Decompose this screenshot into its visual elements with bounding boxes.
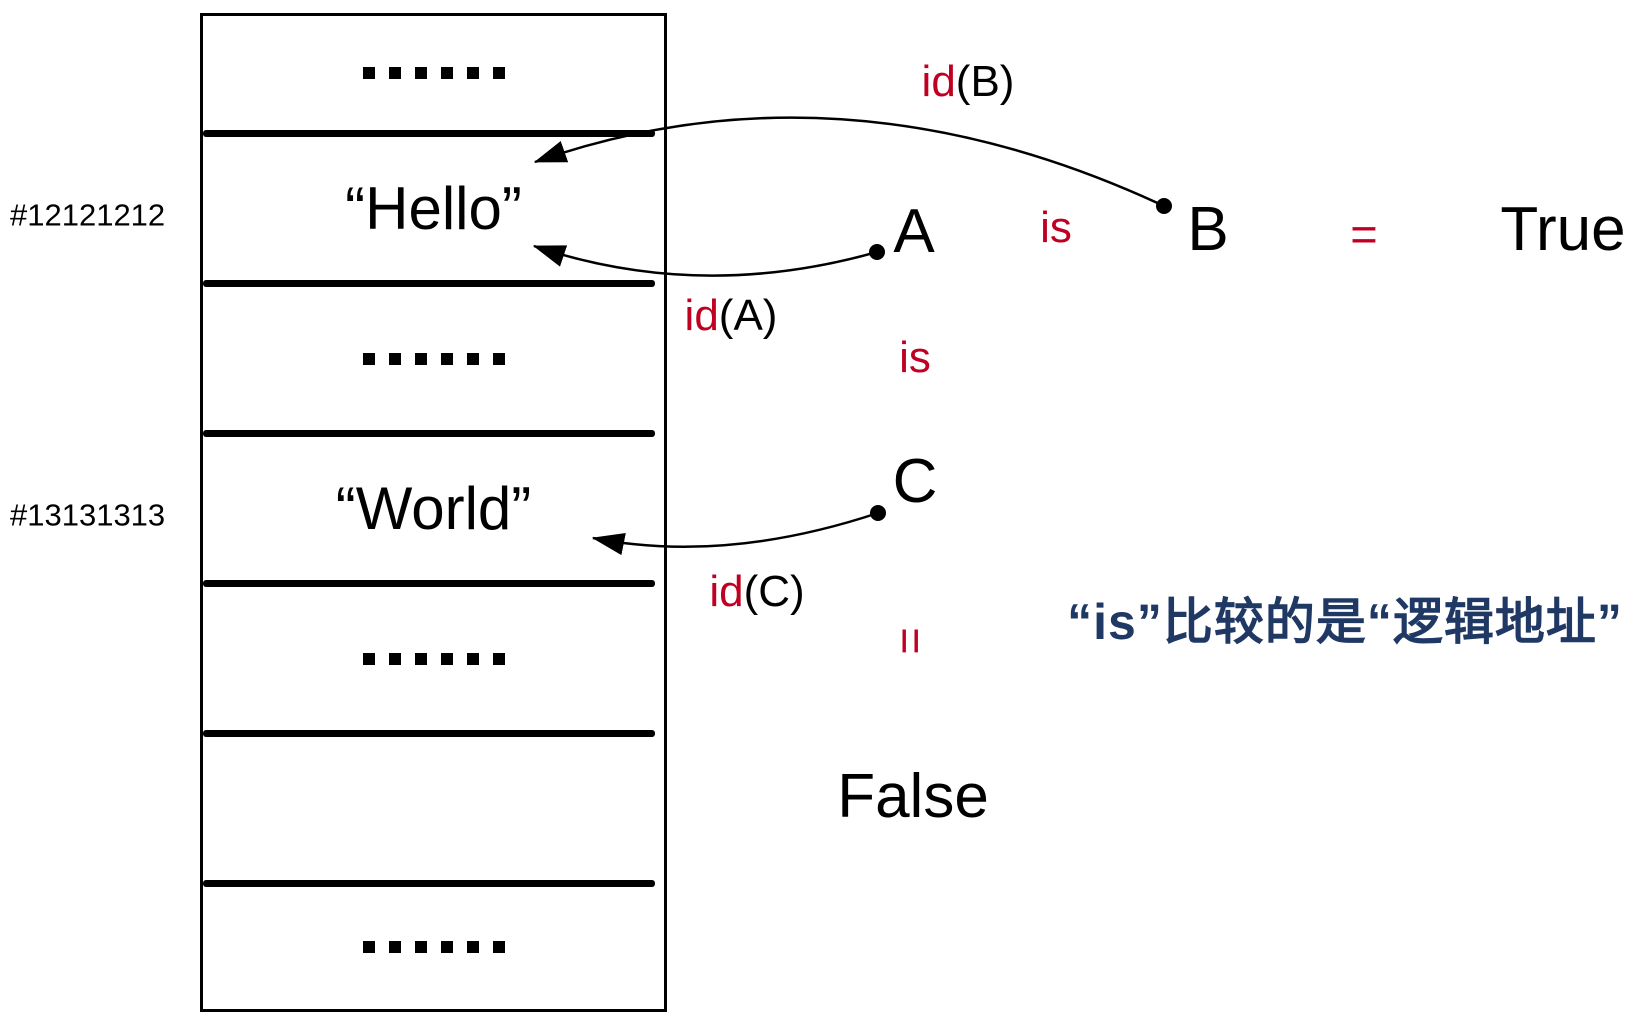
ellipsis-dots: [362, 352, 505, 365]
id-arg-c: (C): [743, 567, 805, 616]
is-operator-ab: is: [1040, 203, 1072, 252]
memory-row-world: “World”: [203, 437, 664, 580]
id-function-name: id: [684, 291, 719, 340]
memory-value-world: “World”: [335, 474, 532, 542]
variable-b: B: [1187, 195, 1229, 264]
ref-dot-c: [870, 505, 886, 521]
ellipsis-dots: [362, 652, 505, 665]
id-arg-a: (A): [718, 291, 778, 340]
memory-row-ellipsis: ……: [203, 287, 664, 430]
id-function-name: id: [709, 567, 744, 616]
row-separator: [203, 580, 655, 587]
result-false: False: [837, 762, 989, 831]
memory-value-hello: “Hello”: [345, 174, 522, 242]
memory-row-empty: [203, 737, 664, 880]
label-id-b: id(B): [922, 60, 1015, 104]
address-label-hello: #12121212: [10, 197, 166, 233]
memory-row-ellipsis: ……: [203, 587, 664, 730]
result-true: True: [1500, 195, 1626, 264]
ref-dot-b: [1156, 198, 1172, 214]
row-separator: [203, 730, 655, 737]
ref-dot-a: [869, 244, 885, 260]
variable-a: A: [893, 197, 935, 266]
id-function-name: id: [921, 57, 956, 106]
equals-sign-ab: =: [1350, 207, 1378, 261]
memory-table: …… “Hello” …… “World” …… ……: [200, 13, 667, 1012]
is-operator-ac: is: [899, 333, 931, 382]
row-separator: [203, 430, 655, 437]
label-id-a: id(A): [685, 294, 778, 338]
row-separator: [203, 130, 655, 137]
row-separator: [203, 880, 655, 887]
ellipsis-dots: [362, 940, 505, 953]
equals-sign-ac: =: [884, 627, 938, 655]
memory-row-ellipsis: ……: [203, 887, 664, 1006]
ellipsis-dots: [362, 67, 505, 79]
row-separator: [203, 280, 655, 287]
note-annotation: “is”比较的是“逻辑地址”: [1067, 594, 1623, 650]
memory-row-ellipsis: ……: [203, 16, 664, 130]
id-arg-b: (B): [955, 57, 1015, 106]
label-id-c: id(C): [709, 570, 804, 614]
address-label-world: #13131313: [10, 497, 166, 533]
memory-row-hello: “Hello”: [203, 137, 664, 280]
variable-c: C: [892, 447, 938, 516]
